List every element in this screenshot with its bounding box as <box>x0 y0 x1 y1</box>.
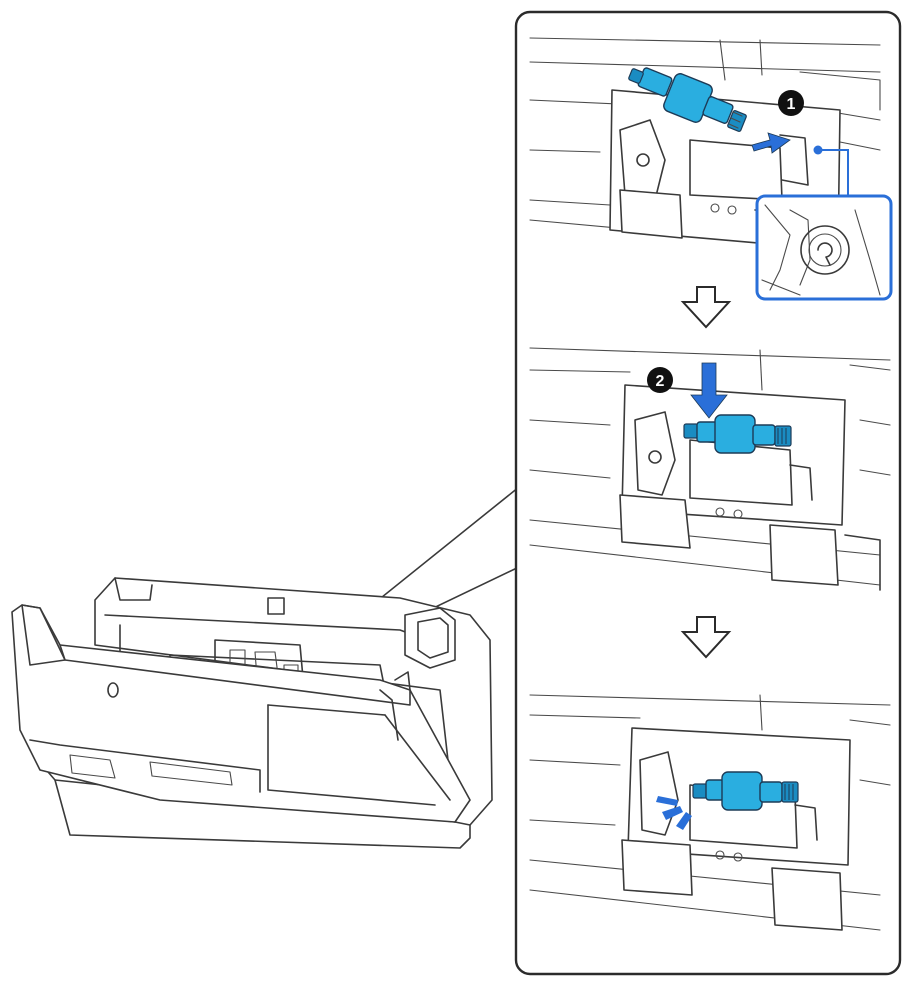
step-1-label: 1 <box>787 96 796 113</box>
down-arrow-icon <box>680 616 732 659</box>
snap-lines-icon <box>656 796 692 830</box>
detail-callout <box>755 194 893 301</box>
down-arrow-icon <box>690 362 728 419</box>
step-1-scene: 1 <box>529 37 893 301</box>
down-arrow-icon <box>680 286 732 329</box>
step-2-scene: 2 <box>529 347 891 591</box>
step-3-scene <box>529 694 891 931</box>
scanner-illustration <box>11 577 493 849</box>
step-2-marker: 2 <box>647 367 673 393</box>
step-1-marker: 1 <box>778 90 804 116</box>
step-2-label: 2 <box>656 373 665 390</box>
right-arrow-icon <box>751 132 791 154</box>
